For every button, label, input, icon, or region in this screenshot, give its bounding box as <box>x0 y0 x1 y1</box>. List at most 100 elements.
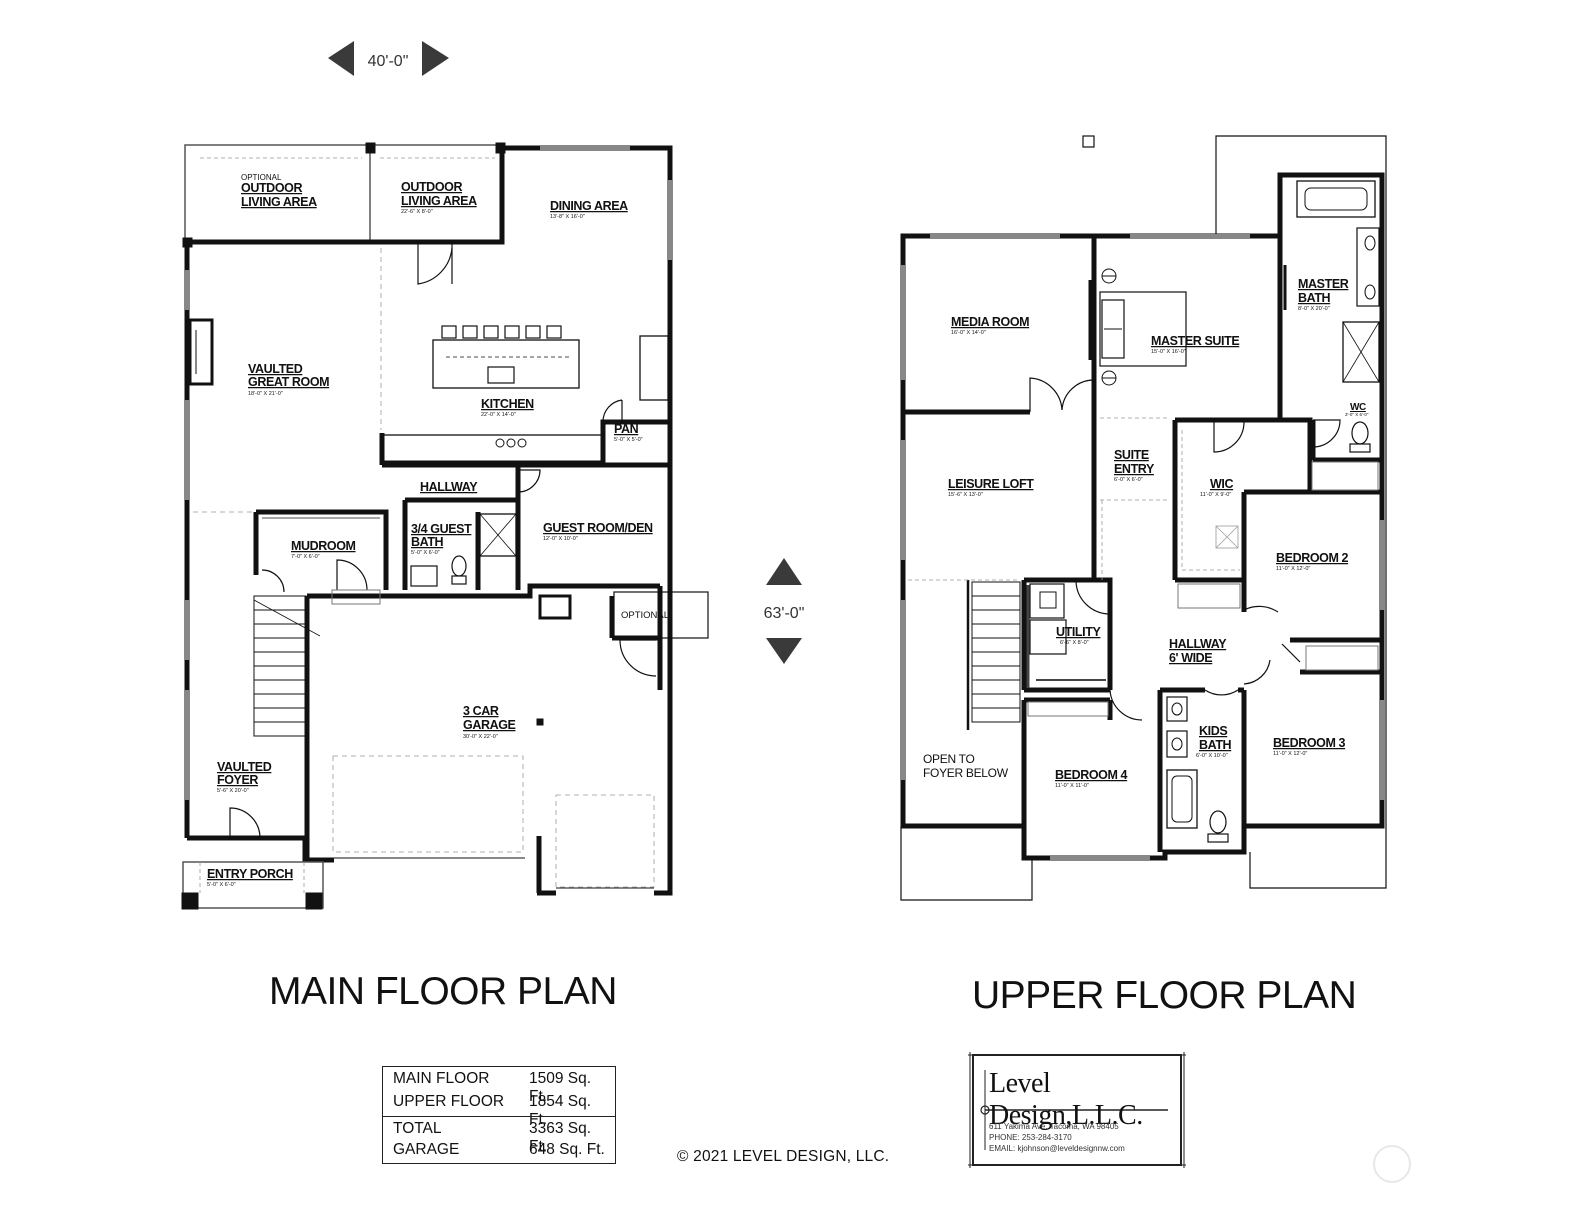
room-garage-dimensions: 30'-0" X 22'-0" <box>463 734 498 740</box>
room-hallway-name: HALLWAY <box>420 480 478 494</box>
area-summary-table: MAIN FLOOR 1509 Sq. Ft. UPPER FLOOR 1854… <box>382 1066 616 1164</box>
master-tub <box>1296 180 1376 218</box>
room-upper-hallway-name: HALLWAY <box>1169 637 1227 651</box>
kids-tub <box>1166 769 1198 829</box>
garage-door-right <box>555 794 655 888</box>
main-floor-plan <box>181 142 709 910</box>
room-suite-entry-dimensions: 6'-0" X 6'-0" <box>1114 477 1143 483</box>
room-kids-bath-name-2: BATH <box>1199 738 1232 752</box>
room-foyer-name-2: FOYER <box>217 773 258 787</box>
room-guest-room-name: GUEST ROOM/DEN <box>543 521 653 535</box>
washer <box>1029 583 1065 619</box>
room-kids-bath-dimensions: 6'-0" X 10'-0" <box>1196 753 1228 759</box>
area-label: GARAGE <box>393 1141 460 1158</box>
room-outdoor-dimensions: 22'-6" X 8'-0" <box>401 209 433 215</box>
room-foyer-name: VAULTED <box>217 760 272 774</box>
room-optional-outdoor-name-2: LIVING AREA <box>241 195 317 209</box>
room-open-to-foyer-label-2: FOYER BELOW <box>923 766 1009 780</box>
main-floor-room-labels: OPTIONAL OUTDOOR LIVING AREA OUTDOOR LIV… <box>207 173 669 888</box>
room-loft-name: LEISURE LOFT <box>948 477 1034 491</box>
company-address: 611 Yakima Ave. Tacoma, WA 98405 <box>989 1122 1119 1131</box>
room-wc-dimensions: 3'-0" X 6'-0" <box>1345 412 1369 417</box>
upper-stairs <box>966 580 1021 730</box>
area-value: 648 Sq. Ft. <box>529 1141 605 1158</box>
room-loft-dimensions: 15'-6" X 13'-0" <box>948 492 983 498</box>
room-outdoor-name: OUTDOOR <box>401 180 462 194</box>
upper-floor-plan <box>900 135 1387 901</box>
room-open-to-foyer-label: OPEN TO <box>923 752 974 766</box>
room-dining-name: DINING AREA <box>550 199 628 213</box>
master-shower <box>1342 321 1380 383</box>
fridge-counter <box>639 335 669 401</box>
room-wic-name: WIC <box>1210 477 1233 491</box>
copyright-notice: © 2021 LEVEL DESIGN, LLC. <box>677 1148 890 1165</box>
room-dining-dimensions: 13'-8" X 16'-0" <box>550 214 585 220</box>
room-master-bath-name-2: BATH <box>1298 291 1331 305</box>
area-row-main: MAIN FLOOR 1509 Sq. Ft. <box>393 1070 607 1105</box>
room-wc-name: WC <box>1350 402 1366 413</box>
company-phone: PHONE: 253-284-3170 <box>989 1133 1072 1142</box>
arrow-down-icon <box>766 638 802 664</box>
guest-shower <box>479 513 517 557</box>
room-bedroom3-dimensions: 11'-0" X 12'-0" <box>1273 751 1307 757</box>
kitchen-island <box>432 339 580 389</box>
room-bedroom3-name: BEDROOM 3 <box>1273 736 1346 750</box>
room-bedroom2-name: BEDROOM 2 <box>1276 551 1349 565</box>
master-toilet <box>1351 421 1369 445</box>
main-floor-title: MAIN FLOOR PLAN <box>269 970 617 1013</box>
room-bedroom2-dimensions: 11'-0" X 12'-0" <box>1276 566 1310 572</box>
room-guest-bath-name: 3/4 GUEST <box>411 522 472 536</box>
room-pantry-dimensions: 5'-0" X 5'-0" <box>614 437 643 443</box>
logo-frame <box>968 1052 1186 1168</box>
room-media-name: MEDIA ROOM <box>951 315 1029 329</box>
upper-floor-title: UPPER FLOOR PLAN <box>972 974 1357 1017</box>
room-kitchen-name: KITCHEN <box>481 397 534 411</box>
room-bedroom4-name: BEDROOM 4 <box>1055 768 1128 782</box>
depth-dimension-label: 63'-0" <box>764 605 805 622</box>
bar-stools <box>441 325 562 339</box>
room-outdoor-name-2: LIVING AREA <box>401 194 477 208</box>
optional-bump <box>613 591 709 639</box>
area-row-total: TOTAL 3363 Sq. Ft. <box>393 1120 607 1155</box>
area-divider <box>383 1116 615 1117</box>
room-mudroom-name: MUDROOM <box>291 539 356 553</box>
room-optional-outdoor-name: OUTDOOR <box>241 181 302 195</box>
width-dimension-label: 40'-0" <box>368 53 409 70</box>
room-foyer-dimensions: 5'-6" X 20'-0" <box>217 788 249 794</box>
room-master-suite-dimensions: 15'-0" X 16'-0" <box>1151 349 1186 355</box>
room-garage-name: 3 CAR <box>463 704 499 718</box>
room-optional-outdoor-prefix: OPTIONAL <box>241 173 282 182</box>
dryer <box>1029 619 1067 655</box>
room-suite-entry-name-2: ENTRY <box>1114 462 1155 476</box>
room-utility-name: UTILITY <box>1056 625 1101 639</box>
upper-floor-room-labels: MEDIA ROOM 16'-0" X 14'-0" MASTER SUITE … <box>923 277 1369 789</box>
room-media-dimensions: 16'-0" X 14'-0" <box>951 330 986 336</box>
room-kitchen-dimensions: 22'-0" X 14'-0" <box>481 412 516 418</box>
room-utility-dimensions: 6'-6" X 8'-0" <box>1060 640 1089 646</box>
width-dimension: 40'-0" <box>328 41 449 76</box>
room-upper-hallway-name-2: 6' WIDE <box>1169 651 1212 665</box>
room-guest-bath-dimensions: 5'-0" X 6'-0" <box>411 550 440 556</box>
area-value: 1509 Sq. Ft. <box>529 1070 592 1105</box>
guest-sink <box>410 565 438 587</box>
room-great-dimensions: 18'-0" X 21'-0" <box>248 391 283 397</box>
company-logo: Level Design,L.L.C. 611 Yakima Ave. Taco… <box>970 1052 1184 1168</box>
room-porch-dimensions: 5'-0" X 6'-0" <box>207 882 236 888</box>
room-great-name: VAULTED <box>248 362 303 376</box>
room-master-suite-name: MASTER SUITE <box>1151 334 1239 348</box>
garage-door-left <box>332 755 524 853</box>
depth-dimension: 63'-0" <box>764 558 805 664</box>
fireplace <box>188 318 214 386</box>
room-porch-name: ENTRY PORCH <box>207 867 293 881</box>
kids-toilet <box>1209 810 1227 834</box>
company-email: EMAIL: kjohnson@leveldesignnw.com <box>989 1144 1125 1153</box>
master-vanity <box>1356 227 1380 307</box>
area-row-upper: UPPER FLOOR 1854 Sq. Ft. <box>393 1093 607 1128</box>
room-great-name-2: GREAT ROOM <box>248 375 329 389</box>
room-bedroom4-dimensions: 11'-0" X 11'-0" <box>1055 783 1089 789</box>
porch-outline <box>182 861 324 909</box>
guest-toilet <box>451 555 467 577</box>
room-master-bath-name: MASTER <box>1298 277 1349 291</box>
area-value: 3363 Sq. Ft. <box>529 1120 592 1155</box>
